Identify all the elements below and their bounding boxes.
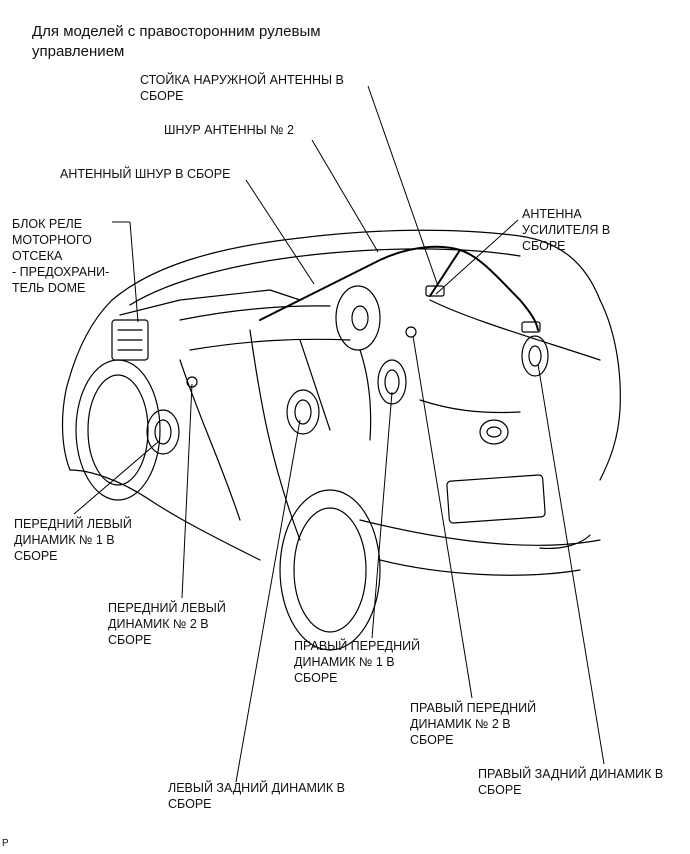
leader-front-right-1 — [371, 391, 393, 639]
antenna-cord-connector — [521, 321, 541, 333]
speaker-front-right-2 — [405, 326, 417, 338]
label-antenna-cord-no2: ШНУР АНТЕННЫ № 2 — [164, 123, 294, 137]
antenna-pole-line — [429, 249, 461, 297]
relay-block-mark — [111, 319, 149, 361]
antenna-amplifier-mark — [425, 285, 445, 297]
car-body — [61, 229, 621, 651]
speaker-rear-right — [521, 335, 549, 377]
speaker-rear-left — [286, 389, 320, 435]
label-rear-right-speaker: ПРАВЫЙ ЗАДНИЙ ДИНАМИК В СБОРЕ — [478, 767, 664, 797]
label-antenna-amplifier: АНТЕННА УСИЛИТЕЛЯ В СБОРЕ — [522, 207, 611, 253]
leader-lines — [73, 85, 605, 783]
label-outer-antenna-pole: СТОЙКА НАРУЖНОЙ АНТЕННЫ В СБОРЕ — [140, 73, 344, 103]
leader-antenna-amplifier — [435, 219, 519, 295]
page-title: Для моделей с правосторонним рулевым упр… — [32, 23, 321, 60]
leader-rear-right — [537, 363, 605, 765]
label-rear-left-speaker: ЛЕВЫЙ ЗАДНИЙ ДИНАМИК В СБОРЕ — [168, 781, 345, 811]
leader-front-left-2 — [181, 383, 193, 599]
leader-relay-block-2 — [129, 221, 139, 323]
leader-front-left-1 — [73, 441, 159, 515]
label-front-left-speaker-1: ПЕРЕДНИЙ ЛЕВЫЙ ДИНАМИК № 1 В СБОРЕ — [14, 517, 132, 563]
label-front-right-speaker-2: ПРАВЫЙ ПЕРЕДНИЙ ДИНАМИК № 2 В СБОРЕ — [410, 701, 537, 747]
leader-antenna-cord-assy — [245, 179, 315, 285]
figure-code: P — [2, 838, 9, 849]
label-front-left-speaker-2: ПЕРЕДНИЙ ЛЕВЫЙ ДИНАМИК № 2 В СБОРЕ — [108, 601, 226, 647]
leader-rear-left — [235, 419, 301, 783]
label-relay-block: БЛОК РЕЛЕ МОТОРНОГО ОТСЕКА - ПРЕДОХРАНИ-… — [12, 217, 110, 295]
speaker-front-left-1 — [146, 409, 180, 455]
leader-antenna-cord-no2 — [311, 139, 379, 253]
leader-outer-antenna-pole — [367, 85, 439, 287]
label-front-right-speaker-1: ПРАВЫЙ ПЕРЕДНИЙ ДИНАМИК № 1 В СБОРЕ — [294, 639, 421, 685]
label-antenna-cord-assy: АНТЕННЫЙ ШНУР В СБОРЕ — [60, 167, 231, 181]
leader-front-right-2 — [412, 335, 473, 699]
front-wheel — [279, 489, 381, 651]
antenna-cord-route — [259, 245, 539, 331]
